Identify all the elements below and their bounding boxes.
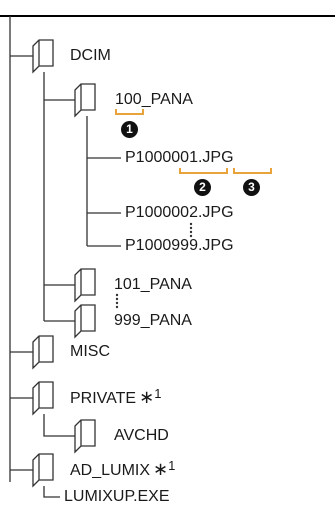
callout-brackets bbox=[115, 109, 272, 174]
folder-icon bbox=[74, 268, 96, 303]
file-label-1: P1000001.JPG bbox=[125, 149, 234, 166]
folder-label-misc: MISC bbox=[70, 343, 110, 360]
folder-icon bbox=[32, 34, 54, 74]
folder-label-dcim: DCIM bbox=[70, 47, 111, 64]
folder-label-999-pana: 999_PANA bbox=[114, 312, 192, 329]
callout-marker-2: 2 bbox=[194, 179, 211, 196]
ellipsis-dot bbox=[189, 230, 193, 234]
folder-name: AD_LUMIX bbox=[70, 462, 151, 479]
folder-label-101-pana: 101_PANA bbox=[114, 276, 192, 293]
folder-name: PRIVATE bbox=[70, 390, 137, 407]
folder-icon bbox=[32, 453, 54, 488]
bracket-file-number bbox=[179, 168, 228, 174]
footnote-asterisk: ∗ bbox=[153, 459, 169, 479]
folder-icon bbox=[74, 83, 96, 118]
ellipsis-dot bbox=[115, 297, 119, 301]
private-trunk bbox=[43, 414, 75, 437]
bracket-extension bbox=[233, 168, 272, 174]
callout-marker-3: 3 bbox=[243, 179, 260, 196]
ellipsis-dot bbox=[115, 293, 119, 297]
bracket-folder-number bbox=[115, 109, 144, 115]
folder-label-private: PRIVATE∗1 bbox=[70, 386, 162, 407]
folder-icon bbox=[74, 419, 96, 454]
file-label-999: P1000999.JPG bbox=[125, 237, 234, 254]
folder-icon bbox=[74, 304, 96, 339]
footnote-asterisk: ∗ bbox=[139, 387, 155, 407]
callout-marker-1: 1 bbox=[121, 121, 138, 138]
folder-label-100-pana: 100_PANA bbox=[115, 91, 193, 108]
footnote-number: 1 bbox=[168, 458, 176, 473]
ellipsis-dots bbox=[115, 222, 193, 309]
ellipsis-dot bbox=[189, 222, 193, 226]
folder-label-ad-lumix: AD_LUMIX∗1 bbox=[70, 458, 176, 479]
file-label-2: P1000002.JPG bbox=[125, 204, 234, 221]
folder-icon bbox=[32, 335, 54, 370]
ellipsis-dot bbox=[189, 234, 193, 238]
footnote-number: 1 bbox=[154, 386, 162, 401]
ellipsis-dot bbox=[115, 305, 119, 309]
ellipsis-dot bbox=[115, 301, 119, 305]
folder-label-avchd: AVCHD bbox=[114, 427, 169, 444]
file-label-lumixup: LUMIXUP.EXE bbox=[64, 488, 170, 505]
ad-lumix-trunk bbox=[43, 486, 60, 498]
folder-icon bbox=[32, 381, 54, 416]
tree-connector-lines bbox=[9, 16, 121, 498]
ellipsis-dot bbox=[189, 226, 193, 230]
